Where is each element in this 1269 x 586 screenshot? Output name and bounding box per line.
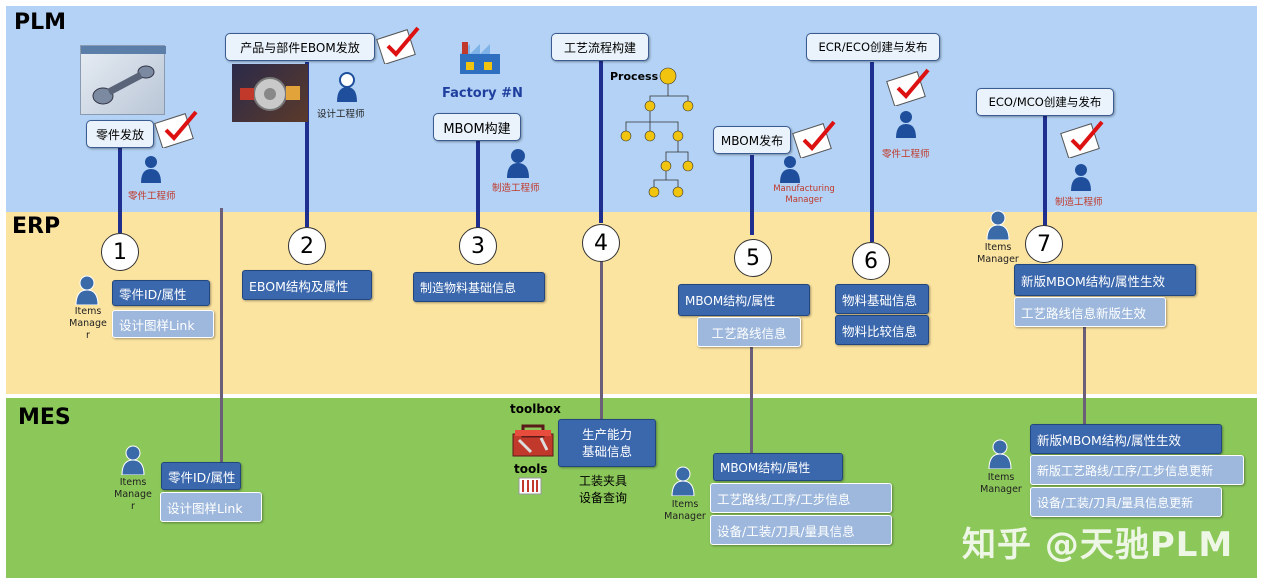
step4-tools-label: tools [514, 462, 548, 476]
step4-line [599, 58, 603, 223]
step1-title: 零件发放 [86, 120, 154, 148]
step2-title: 产品与部件EBOM发放 [225, 33, 375, 61]
watermark: 知乎 @天驰PLM [962, 525, 1234, 565]
step5-title: MBOM发布 [713, 126, 791, 154]
user-icon [507, 149, 529, 178]
checklist-icon [376, 26, 420, 64]
step1-erp-item-1: 零件ID/属性 [112, 280, 210, 306]
step4-mes-note: 工装夹具 设备查询 [579, 474, 628, 505]
user-icon [1071, 164, 1091, 191]
step4-mes-item-1: 生产能力 基础信息 [558, 419, 656, 467]
step2-assembly-image [232, 64, 308, 122]
step2-erp-item-1: EBOM结构及属性 [242, 270, 372, 300]
step1-mes-role: Items Manage r [114, 477, 152, 512]
step4-title: 工艺流程构建 [551, 33, 649, 61]
step2-role: 设计工程师 [317, 109, 365, 120]
items-manager-icon [671, 466, 695, 496]
step6-number: 6 [852, 242, 890, 280]
user-icon [896, 111, 916, 138]
step7-erp-role: Items Manager [977, 242, 1019, 265]
step6-erp-item-2: 物料比较信息 [835, 315, 929, 345]
step7-line [1043, 116, 1047, 231]
step4-toolbox-label: toolbox [510, 402, 561, 416]
step1-line [118, 148, 122, 233]
step5-mes-line [750, 346, 753, 454]
items-manager-icon [986, 210, 1010, 240]
items-manager-icon [988, 439, 1012, 469]
step7-erp-item-2: 工艺路线信息新版生效 [1014, 297, 1166, 327]
step6-line [870, 62, 874, 242]
step5-mes-item-2: 工艺路线/工序/工步信息 [710, 483, 892, 513]
step7-mes-item-2: 新版工艺路线/工序/工步信息更新 [1030, 455, 1244, 485]
user-icon [337, 72, 357, 102]
checklist-icon [154, 110, 198, 148]
step7-mes-item-3: 设备/工装/刀具/量具信息更新 [1030, 487, 1222, 517]
step3-erp-item-1: 制造物料基础信息 [413, 272, 545, 302]
checklist-icon [1060, 120, 1104, 158]
step5-mes-item-1: MBOM结构/属性 [713, 453, 843, 481]
step3-number: 3 [459, 227, 497, 265]
step7-number: 7 [1025, 225, 1063, 263]
step3-title: MBOM构建 [433, 113, 521, 141]
step7-erp-item-1: 新版MBOM结构/属性生效 [1014, 264, 1196, 296]
step1-mes-item-1: 零件ID/属性 [161, 462, 241, 490]
step4-number: 4 [582, 224, 620, 262]
step5-number: 5 [734, 239, 772, 277]
step7-title: ECO/MCO创建与发布 [976, 88, 1114, 116]
step4-mes-line [600, 260, 603, 420]
step5-mes-role: Items Manager [664, 499, 706, 522]
step7-mes-item-1: 新版MBOM结构/属性生效 [1030, 424, 1222, 454]
erp-label: ERP [12, 214, 61, 239]
step2-line [305, 62, 309, 227]
step1-cad-image [80, 45, 166, 115]
step5-mes-item-3: 设备/工装/刀具/量具信息 [710, 515, 892, 545]
process-tree-diagram [620, 67, 694, 198]
step5-erp-item-2: 工艺路线信息 [697, 317, 801, 347]
step3-factory-label: Factory #N [442, 86, 523, 101]
step7-mes-line [1083, 325, 1086, 425]
step6-erp-item-1: 物料基础信息 [835, 284, 929, 314]
step1-erp-role: Items Manage r [69, 306, 107, 341]
items-manager-icon [75, 275, 99, 305]
step4-process-label: Process [610, 70, 659, 83]
tools-icon [518, 477, 542, 495]
step5-erp-item-1: MBOM结构/属性 [678, 284, 810, 316]
step5-line [750, 155, 754, 235]
engine-assembly-icon [240, 77, 300, 111]
step5-role: Manufacturing Manager [773, 184, 835, 205]
step1-mes-item-2: 设计图样Link [160, 492, 262, 522]
step6-role: 零件工程师 [882, 149, 930, 160]
user-icon [780, 156, 800, 183]
step1-role: 零件工程师 [128, 191, 176, 202]
checklist-icon [792, 120, 836, 158]
plm-label: PLM [14, 10, 67, 35]
factory-icon [460, 42, 500, 74]
checklist-icon [886, 68, 930, 106]
step7-mes-role: Items Manager [980, 472, 1022, 495]
step1-mes-line [220, 208, 223, 468]
step7-role: 制造工程师 [1055, 197, 1103, 208]
step2-number: 2 [288, 227, 326, 265]
mes-label: MES [18, 405, 71, 430]
step3-line [476, 140, 480, 230]
user-icon [141, 156, 161, 183]
step1-number: 1 [101, 233, 139, 271]
step6-title: ECR/ECO创建与发布 [806, 33, 940, 61]
step1-erp-item-2: 设计图样Link [112, 310, 214, 338]
connecting-rod-icon [81, 46, 166, 105]
step3-role: 制造工程师 [492, 183, 540, 194]
toolbox-icon [512, 424, 554, 457]
items-manager-icon [121, 445, 145, 475]
